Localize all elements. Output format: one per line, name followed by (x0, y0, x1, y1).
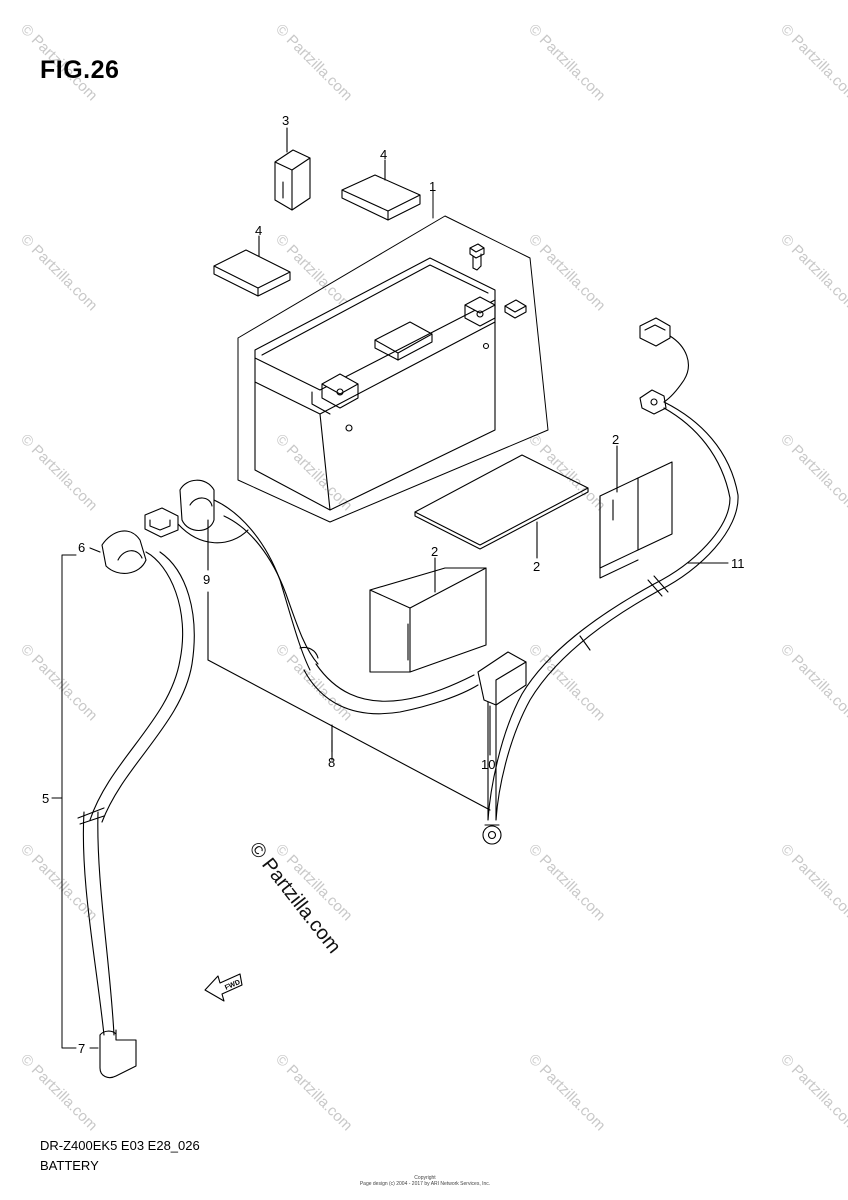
terminal-nut[interactable] (504, 299, 527, 319)
fine-print-line-2: Page design (c) 2004 - 2017 by ARI Netwo… (359, 1181, 491, 1187)
fine-print: Copyright Page design (c) 2004 - 2017 by… (340, 1175, 510, 1187)
figure-title: FIG.26 (40, 56, 120, 84)
callout-6[interactable]: 6 (78, 540, 86, 555)
fine-print-line-1: Copyright (414, 1175, 436, 1181)
callout-7[interactable]: 7 (78, 1041, 86, 1056)
callout-9[interactable]: 9 (203, 572, 211, 587)
pad-upper[interactable] (341, 174, 421, 221)
callout-8[interactable]: 8 (328, 755, 336, 770)
callout-2-plate-left[interactable]: 2 (431, 544, 439, 559)
battery-cable-negative[interactable] (77, 530, 195, 1079)
pad-lower[interactable] (213, 249, 291, 297)
callout-2-sheet[interactable]: 2 (533, 559, 541, 574)
model-code: DR-Z400EK5 E03 E28_026 (40, 1138, 200, 1153)
callout-4-upper[interactable]: 4 (380, 147, 388, 162)
callout-2-plate-right[interactable]: 2 (612, 432, 620, 447)
callout-4-lower[interactable]: 4 (255, 223, 263, 238)
ground-cable[interactable] (487, 317, 739, 821)
terminal-bolt[interactable] (469, 243, 485, 271)
callout-10[interactable]: 10 (481, 757, 496, 772)
group-name: BATTERY (40, 1158, 99, 1173)
callout-5[interactable]: 5 (42, 791, 50, 806)
battery-cable-positive[interactable] (144, 479, 527, 845)
callout-3[interactable]: 3 (282, 113, 290, 128)
cushion-block[interactable] (274, 149, 311, 211)
battery-outline-bracket (237, 215, 549, 523)
callout-11[interactable]: 11 (731, 556, 745, 571)
battery[interactable] (254, 257, 496, 511)
callout-1[interactable]: 1 (429, 179, 437, 194)
cushion-plate-left[interactable] (369, 567, 487, 673)
forward-arrow-icon (204, 973, 243, 1002)
rubber-sheet[interactable] (414, 454, 589, 550)
cushion-plate-right[interactable] (599, 461, 673, 579)
